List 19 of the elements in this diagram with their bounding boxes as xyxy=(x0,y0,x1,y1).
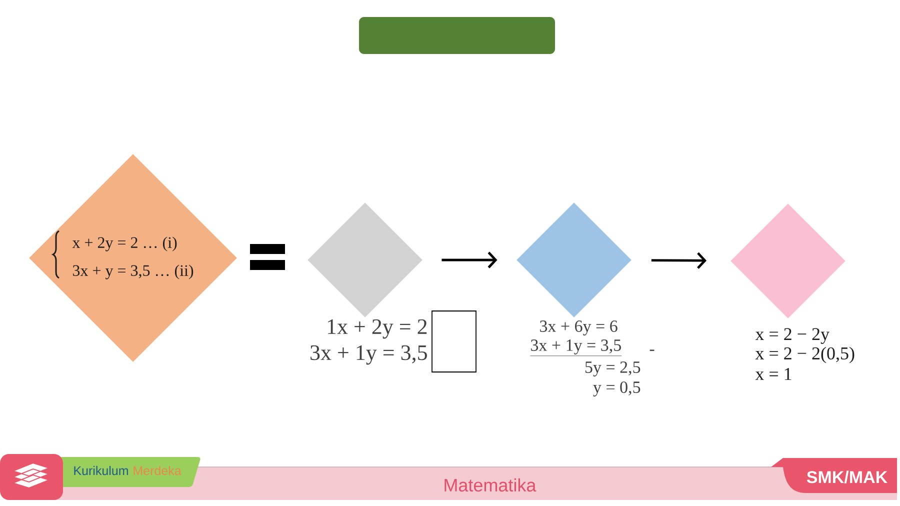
equation: 5y = 2,5 xyxy=(585,362,640,376)
level-tab: SMK/MAK xyxy=(771,458,897,493)
equation: x = 2 − 2y xyxy=(755,328,830,344)
equation: y = 0,5 xyxy=(593,382,640,396)
subject-title: Matematika xyxy=(444,478,536,492)
diamond xyxy=(730,204,846,318)
arrow xyxy=(442,252,498,268)
arrow xyxy=(651,252,707,269)
equation: x = 1 xyxy=(755,368,792,380)
diamond xyxy=(308,202,422,318)
minus-sign: - xyxy=(650,350,654,351)
curriculum-tab: Kurikulum Merdeka xyxy=(55,457,200,487)
equation: 3x + 1y = 3,5 xyxy=(310,345,427,365)
equation: 3x + 1y = 3,5 xyxy=(530,340,622,356)
equation: x = 2 − 2(0,5) xyxy=(755,346,854,364)
equation: 1x + 2y = 2 xyxy=(328,319,427,339)
equation: 3x + 6y = 6 xyxy=(540,320,618,336)
title-bar xyxy=(359,17,555,54)
diamond xyxy=(516,202,632,318)
